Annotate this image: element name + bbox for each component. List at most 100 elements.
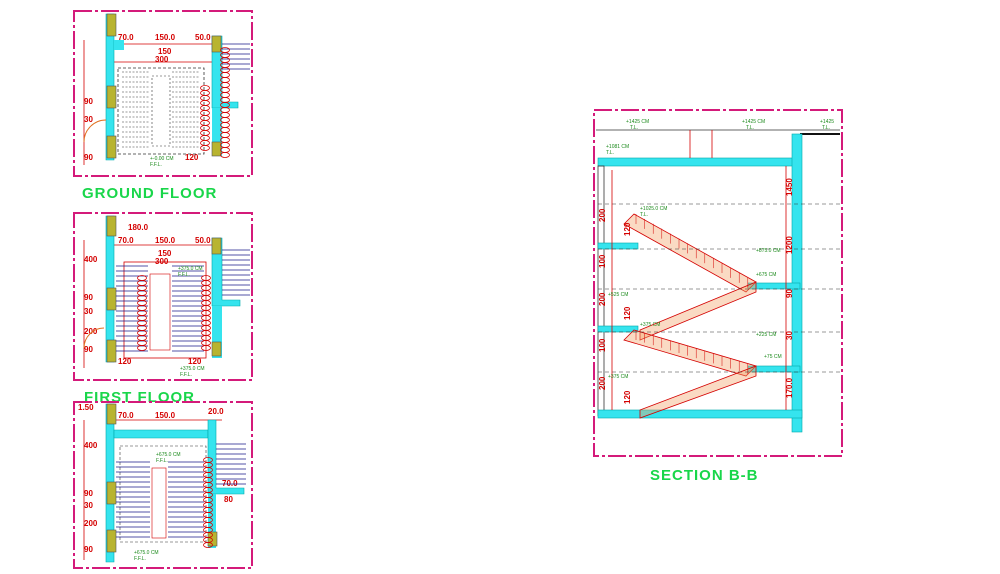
column bbox=[106, 85, 117, 109]
column bbox=[106, 215, 117, 237]
column bbox=[106, 135, 117, 159]
baluster bbox=[200, 125, 210, 131]
door-swing bbox=[83, 327, 105, 349]
dim-70: 70.0 bbox=[118, 411, 134, 420]
level-ffl: F.F.L. bbox=[178, 272, 190, 278]
level-parapet: +1081 CM bbox=[606, 144, 629, 150]
baluster bbox=[200, 135, 210, 141]
level-tag: T.L. bbox=[606, 150, 614, 156]
level-ffl-b: F.F.L. bbox=[134, 556, 146, 562]
level-1: +1025.0 CM bbox=[640, 206, 667, 212]
sec-dim-right-4: 30 bbox=[785, 331, 794, 340]
door-swing bbox=[83, 119, 107, 143]
sec-dim-left-5: 200 bbox=[598, 376, 607, 390]
baluster bbox=[200, 85, 210, 91]
dim-side-200: 200 bbox=[84, 327, 98, 336]
dim-150: 150.0 bbox=[155, 411, 176, 420]
level-tag: T.L. bbox=[640, 212, 648, 218]
dim-70: 70.0 bbox=[118, 33, 134, 42]
column bbox=[211, 35, 222, 53]
level-tag: T.L. bbox=[822, 125, 830, 131]
stair-flight bbox=[623, 213, 757, 293]
second-floor-plan: 70.0 150.0 20.0 400 90 30 200 90 70.0 80… bbox=[73, 401, 253, 569]
dim-side-400: 400 bbox=[84, 255, 98, 264]
sec-dim-flight-1: 120 bbox=[623, 222, 632, 236]
column bbox=[106, 339, 117, 363]
plan-frame bbox=[73, 10, 253, 177]
dim-50: 50.0 bbox=[195, 33, 211, 42]
dim-50: 50.0 bbox=[195, 236, 211, 245]
column bbox=[211, 341, 222, 357]
dim-80: 80 bbox=[224, 495, 233, 504]
level-8: +375 CM bbox=[608, 374, 628, 380]
dim-side-30: 30 bbox=[84, 501, 93, 510]
sec-dim-right-1: 1450 bbox=[785, 178, 794, 196]
dim-bottom-left: 120 bbox=[118, 357, 132, 366]
dim-stair-width: 150 bbox=[158, 249, 172, 258]
baluster bbox=[200, 100, 210, 106]
baluster bbox=[200, 140, 210, 146]
dim-stair-width: 150 bbox=[158, 47, 172, 56]
baluster bbox=[200, 90, 210, 96]
level-first: +375.0 CM bbox=[178, 266, 203, 272]
level-roof-c: +1425 bbox=[820, 119, 834, 125]
level-4: +525 CM bbox=[608, 292, 628, 298]
stair-flight bbox=[639, 365, 757, 419]
level-ffl: F.F.L. bbox=[156, 458, 168, 464]
baluster bbox=[200, 105, 210, 111]
dim-side-2: 30 bbox=[84, 115, 93, 124]
sec-dim-flight-2: 120 bbox=[623, 306, 632, 320]
dim-side-3: 90 bbox=[84, 153, 93, 162]
column bbox=[106, 403, 117, 425]
baluster bbox=[220, 152, 230, 158]
section-title: SECTION B-B bbox=[650, 467, 759, 484]
level-first-b: +375.0 CM bbox=[180, 366, 205, 372]
dim-stair-length: 300 bbox=[155, 55, 169, 64]
level-ffl: F.F.L. bbox=[150, 162, 162, 168]
dim-side-200: 200 bbox=[84, 519, 98, 528]
stair-flight bbox=[623, 329, 757, 377]
first-floor-title: FIRST FLOOR bbox=[84, 389, 195, 406]
level-ground: +-0.00 CM bbox=[150, 156, 173, 162]
baluster bbox=[200, 130, 210, 136]
level-tag: T.L. bbox=[630, 125, 638, 131]
stair-flight bbox=[639, 281, 757, 341]
column bbox=[106, 481, 117, 505]
dim-70: 70.0 bbox=[118, 236, 134, 245]
dim-side-1: 90 bbox=[84, 97, 93, 106]
column bbox=[211, 237, 222, 255]
section-b-b: +1425 CM T.L. +1425 CM T.L. +1425 T.L. +… bbox=[593, 109, 843, 484]
dim-bottom: 120 bbox=[185, 153, 199, 162]
dim-bottom-right: 120 bbox=[188, 357, 202, 366]
slab bbox=[597, 157, 801, 167]
sec-dim-left-4: 100 bbox=[598, 338, 607, 352]
dim-side-90b: 90 bbox=[84, 345, 93, 354]
baluster bbox=[137, 345, 147, 351]
dim-side-90: 90 bbox=[84, 489, 93, 498]
slab bbox=[597, 325, 639, 333]
ground-floor-plan: 70.0 150.0 50.0 150 300 120 90 30 90 +-0… bbox=[73, 10, 253, 202]
dim-side-400: 400 bbox=[84, 441, 98, 450]
column bbox=[106, 287, 117, 311]
level-ffl-b: F.F.L. bbox=[180, 372, 192, 378]
dim-150: 150.0 bbox=[155, 33, 176, 42]
level-3: +675 CM bbox=[756, 272, 776, 278]
level-roof-a: +1425 CM bbox=[626, 119, 649, 125]
slab bbox=[597, 242, 639, 250]
column bbox=[211, 141, 222, 157]
plan-frame bbox=[73, 212, 253, 381]
sec-dim-right-2: 1200 bbox=[785, 236, 794, 254]
dim-side-90: 90 bbox=[84, 293, 93, 302]
baluster bbox=[200, 110, 210, 116]
dim-180: 180.0 bbox=[128, 223, 149, 232]
sec-dim-left-2: 100 bbox=[598, 254, 607, 268]
level-second-b: +675.0 CM bbox=[134, 550, 159, 556]
plan-frame bbox=[73, 401, 253, 569]
baluster bbox=[200, 145, 210, 151]
level-roof-b: +1425 CM bbox=[742, 119, 765, 125]
column bbox=[106, 13, 117, 37]
baluster bbox=[200, 95, 210, 101]
wall bbox=[113, 429, 209, 439]
dim-70-right: 70.0 bbox=[222, 479, 238, 488]
